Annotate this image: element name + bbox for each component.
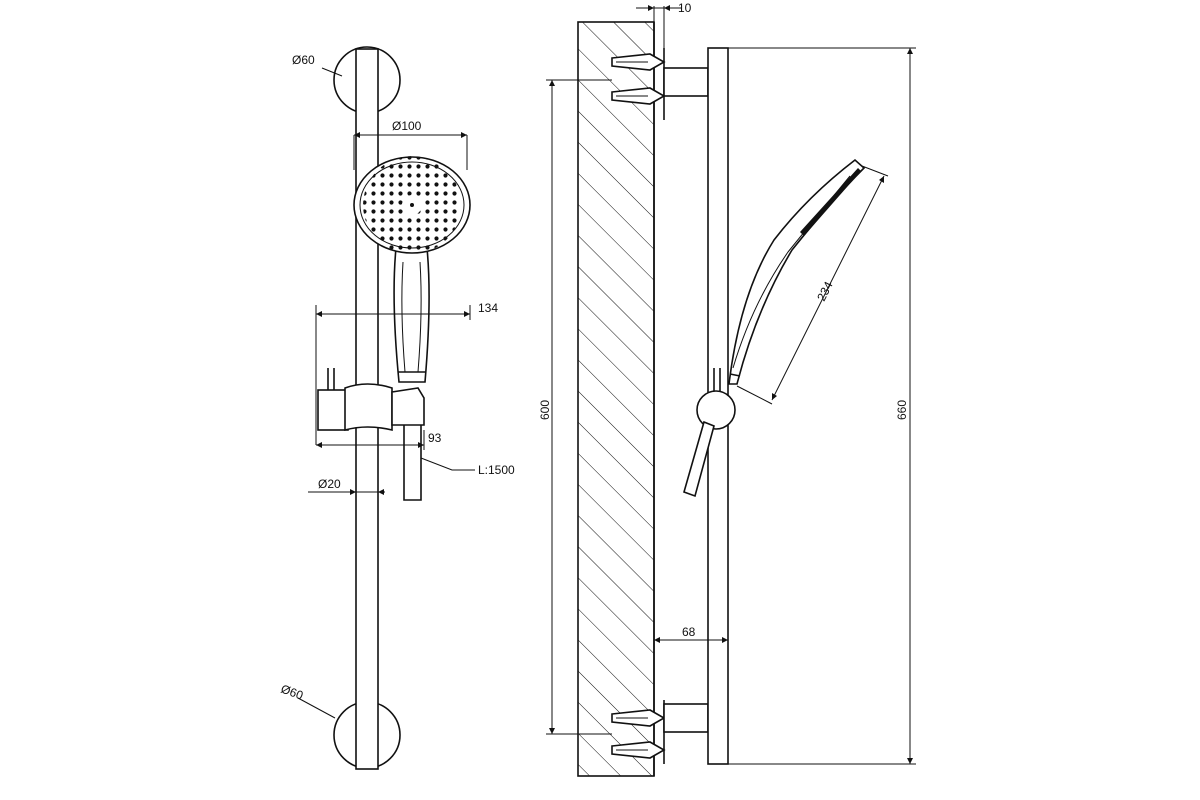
head-to-bar-label: 134 [478,301,498,315]
total-height-label: 660 [895,400,909,420]
hand-shower-side [728,158,866,385]
hand-shower-front [353,156,471,383]
slider-knob [696,390,736,430]
top-support-arm [663,67,709,97]
fixing-distance-label: 600 [538,400,552,420]
handset-length-label: 234 [814,279,836,303]
wall-offset-label: 10 [678,1,692,15]
shower-hose-side [683,420,715,498]
bottom-wall-fixings [611,709,666,759]
slider-holder [317,368,425,432]
shower-hose [403,425,422,501]
bar-diameter-label: Ø20 [318,477,341,491]
bottom-support-arm [663,703,709,733]
hose-length-label: L:1500 [478,463,515,477]
side-view: 10 600 660 68 234 [538,1,916,777]
head-diameter-label: Ø100 [392,119,422,133]
holder-depth-label: 93 [428,431,442,445]
bar-projection-label: 68 [682,625,696,639]
top-rosette-label: Ø60 [292,53,315,67]
wall-section [577,21,655,777]
front-view: Ø100 134 93 L:1500 Ø20 Ø60 Ø60 [279,46,515,770]
top-wall-fixings [611,53,666,105]
